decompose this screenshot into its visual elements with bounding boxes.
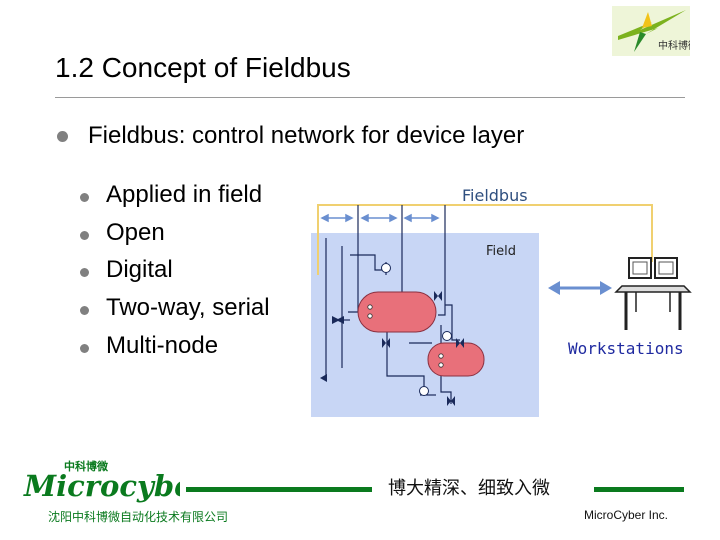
footer-divider-left bbox=[186, 487, 372, 492]
workstation-link-arrow bbox=[548, 281, 612, 295]
footer-logo-cn: 中科博微 bbox=[64, 459, 109, 473]
company-name-cn: 沈阳中科博微自动化技术有限公司 bbox=[48, 510, 229, 524]
fieldbus-line bbox=[317, 204, 653, 275]
sub-bullet-text: Multi-node bbox=[106, 332, 219, 359]
valve-icons bbox=[332, 291, 464, 406]
arrow-left-icon bbox=[320, 374, 327, 382]
footer-divider-right bbox=[594, 487, 684, 492]
sub-bullet-dot bbox=[80, 193, 89, 202]
top-logo: 中科博微 bbox=[612, 6, 698, 56]
page-title: 1.2 Concept of Fieldbus bbox=[55, 52, 351, 83]
bus-segment-arrows bbox=[320, 213, 440, 223]
fieldbus-label: Fieldbus bbox=[462, 186, 528, 205]
field-instruments bbox=[381, 263, 452, 396]
title-divider bbox=[55, 97, 685, 98]
top-logo-text: 中科博微 bbox=[658, 39, 690, 52]
sub-bullet-text: Applied in field bbox=[106, 181, 263, 208]
sub-bullet-dot bbox=[80, 306, 89, 315]
company-name-en: MicroCyber Inc. bbox=[584, 508, 669, 522]
main-bullet-dot bbox=[57, 131, 68, 142]
company-motto: 博大精深、细致入微 bbox=[388, 478, 550, 499]
sub-bullet-dot bbox=[80, 231, 89, 240]
sub-bullet-dot bbox=[80, 344, 89, 353]
workstation-icon bbox=[614, 257, 692, 330]
sub-bullet-text: Two-way, serial bbox=[106, 294, 270, 321]
tank-indicators bbox=[367, 304, 444, 368]
workstations-label: Workstations bbox=[568, 339, 684, 358]
sub-bullet-text: Open bbox=[106, 219, 165, 246]
footer-logo: 中科博微 Microcyber bbox=[20, 458, 211, 504]
fieldbus-diagram bbox=[311, 204, 692, 417]
sub-bullet-dot bbox=[80, 268, 89, 277]
sub-bullet-text: Digital bbox=[106, 256, 173, 283]
main-bullet-text: Fieldbus: control network for device lay… bbox=[88, 122, 525, 149]
tank-upper bbox=[357, 291, 437, 333]
field-label: Field bbox=[486, 244, 517, 259]
footer-logo-text: Microcyber bbox=[23, 469, 180, 503]
